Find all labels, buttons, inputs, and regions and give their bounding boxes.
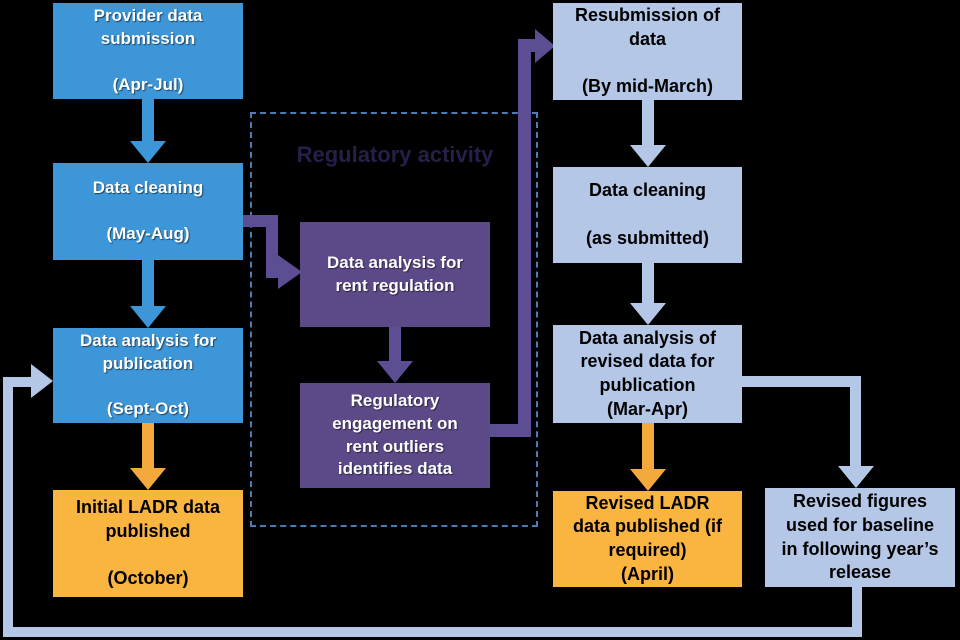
- arrow-resubmission-to-cleaning-head: [630, 145, 666, 167]
- box-initial-ladr-published: Initial LADR data published (October): [53, 490, 243, 597]
- box-revised-ladr-published: Revised LADR data published (if required…: [553, 491, 742, 587]
- connector-revised-analysis-to-baseline-h: [742, 376, 861, 387]
- arrow-rent-analysis-to-engagement-head: [377, 361, 413, 383]
- arrow-revised-analysis-to-published-head: [630, 469, 666, 491]
- box-data-analysis-revised: Data analysis of revised data for public…: [553, 325, 742, 423]
- arrow-analysis-to-published-shaft: [142, 423, 154, 468]
- feedback-loop-left-v: [3, 377, 13, 637]
- box-data-cleaning-initial: Data cleaning (May-Aug): [53, 163, 243, 260]
- box-provider-data-submission: Provider data submission (Apr-Jul): [53, 3, 243, 99]
- arrow-rent-analysis-to-engagement-shaft: [389, 327, 401, 361]
- arrow-provider-to-cleaning-shaft: [142, 99, 154, 141]
- box-resubmission-of-data: Resubmission of data (By mid-March): [553, 3, 742, 100]
- connector-engagement-to-resubmission-v: [518, 39, 531, 437]
- feedback-loop-bottom-h: [3, 627, 862, 637]
- arrow-analysis-to-published-head: [130, 468, 166, 490]
- arrow-cleaning-to-analysis-shaft: [142, 260, 154, 306]
- arrow-cleaning-to-analysis-head: [130, 306, 166, 328]
- feedback-loop-stub-h: [13, 377, 31, 387]
- arrow-cleaning-to-revised-analysis-head: [630, 303, 666, 325]
- regulatory-activity-frame: [250, 112, 538, 527]
- box-revised-figures-baseline: Revised figures used for baseline in fol…: [765, 488, 955, 587]
- connector-revised-analysis-to-baseline-head: [838, 466, 874, 488]
- connector-cleaning-to-rent-analysis-head: [278, 255, 302, 289]
- connector-cleaning-to-rent-analysis-v: [266, 215, 278, 278]
- box-data-analysis-publication: Data analysis for publication (Sept-Oct): [53, 328, 243, 423]
- connector-engagement-to-resubmission-head: [535, 29, 555, 63]
- arrow-cleaning-to-revised-analysis-shaft: [642, 263, 654, 303]
- connector-revised-analysis-to-baseline-v: [850, 376, 861, 466]
- feedback-loop-head: [31, 364, 53, 398]
- connector-engagement-to-resubmission-h2: [518, 39, 535, 52]
- arrow-provider-to-cleaning-head: [130, 141, 166, 163]
- arrow-resubmission-to-cleaning-shaft: [642, 100, 654, 145]
- arrow-revised-analysis-to-published-shaft: [642, 423, 654, 469]
- box-data-analysis-rent-regulation: Data analysis for rent regulation: [300, 222, 490, 327]
- feedback-loop-right-v: [852, 587, 862, 637]
- regulatory-activity-label: Regulatory activity: [296, 142, 494, 167]
- box-data-cleaning-resubmitted: Data cleaning (as submitted): [553, 167, 742, 263]
- box-regulatory-engagement: Regulatory engagement on rent outliers i…: [300, 383, 490, 488]
